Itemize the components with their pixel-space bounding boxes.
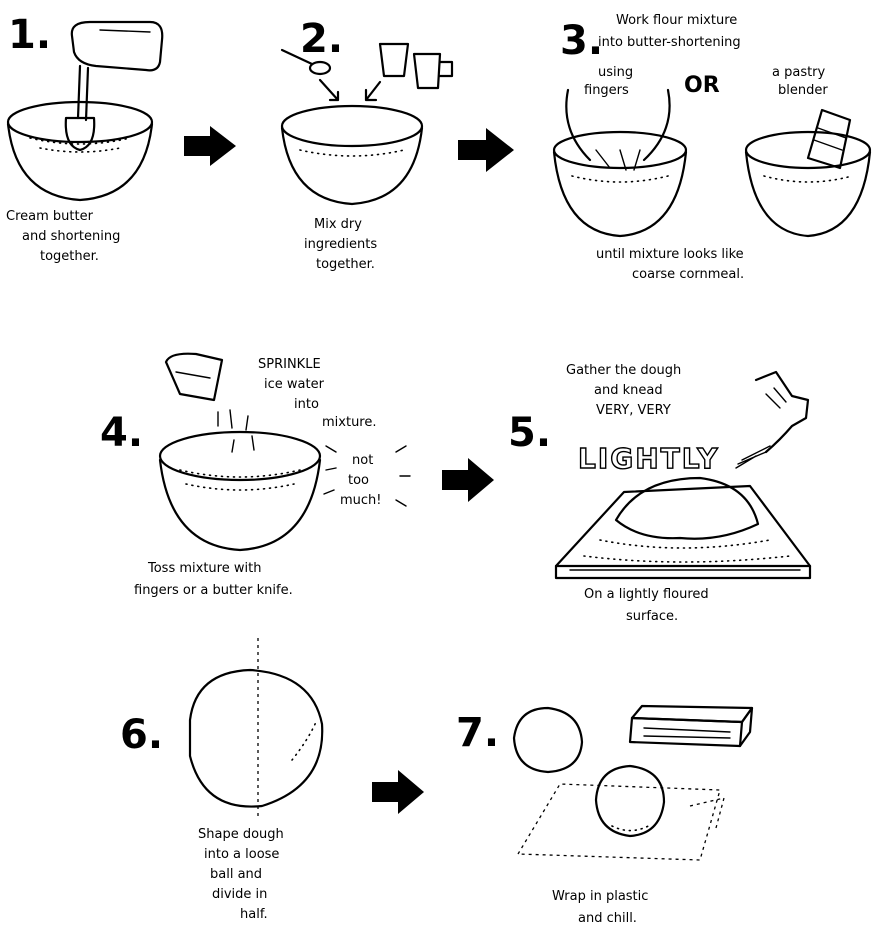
dough-board-icon xyxy=(556,478,810,578)
step-4-side-label-3: much! xyxy=(340,493,382,508)
step-2: 2. Mix dry ingredients together. xyxy=(282,16,452,272)
step-1-caption-line-3: together. xyxy=(40,249,99,264)
step-3-caption-line-1: until mixture looks like xyxy=(596,247,744,262)
step-4-caption-line-1: Toss mixture with xyxy=(147,561,261,576)
plastic-wrap-box-icon xyxy=(630,706,752,746)
step-1-caption-line-2: and shortening xyxy=(22,229,120,244)
dough-ball-icon xyxy=(190,638,322,820)
bowl-icon xyxy=(554,132,686,236)
step-3: 3. Work flour mixture into butter-shorte… xyxy=(554,13,870,282)
step-4-side-label-1: not xyxy=(352,453,373,468)
step-5-caption-line-1: On a lightly floured xyxy=(584,587,709,602)
step-3-number: 3. xyxy=(560,18,603,64)
water-cup-icon xyxy=(166,354,222,400)
step-4: 4. SPRINKLE ice water into mixture. not … xyxy=(100,354,410,598)
step-3-right-label-1: a pastry xyxy=(772,65,826,80)
step-5-number: 5. xyxy=(508,410,551,456)
step-6-number: 6. xyxy=(120,712,163,758)
step-6: 6. Shape dough into a loose ball and div… xyxy=(120,638,322,922)
step-1-caption-line-1: Cream butter xyxy=(6,209,94,224)
step-5-label-line-3: VERY, VERY xyxy=(596,403,671,418)
step-4-side-label-2: too xyxy=(348,473,369,488)
step-2-number: 2. xyxy=(300,16,343,62)
arrow-right-icon xyxy=(184,126,236,166)
step-5-label-line-2: and knead xyxy=(594,383,663,398)
step-6-caption-line-1: Shape dough xyxy=(198,827,284,842)
step-6-caption-line-2: into a loose xyxy=(204,847,279,862)
bowl-icon xyxy=(282,106,422,204)
step-7-caption-line-1: Wrap in plastic xyxy=(552,889,648,904)
step-6-caption-line-4: divide in xyxy=(212,887,267,902)
step-7-caption-line-2: and chill. xyxy=(578,911,637,926)
step-2-caption-line-1: Mix dry xyxy=(314,217,362,232)
measuring-cup-icon xyxy=(366,44,452,100)
step-3-left-label-2: fingers xyxy=(584,83,629,98)
step-7-number: 7. xyxy=(456,710,499,756)
kneading-hand-icon xyxy=(736,372,808,468)
step-5-caption-line-2: surface. xyxy=(626,609,678,624)
step-7: 7. Wrap in plastic and chill. xyxy=(456,706,752,926)
step-5-label-line-1: Gather the dough xyxy=(566,363,681,378)
arrow-right-icon xyxy=(442,458,494,502)
step-3-right-label-2: blender xyxy=(778,83,828,98)
step-1: 1. Cream butter and shortening together. xyxy=(6,12,162,264)
pastry-blender-icon xyxy=(808,110,850,168)
step-3-left-label-1: using xyxy=(598,65,633,80)
bowl-icon xyxy=(160,432,320,550)
step-4-label-line-2: ice water xyxy=(264,377,325,392)
step-6-caption-line-5: half. xyxy=(240,907,268,922)
step-3-heading-line-2: into butter-shortening xyxy=(598,35,741,50)
step-3-or-label: OR xyxy=(684,73,720,98)
step-4-label-line-4: mixture. xyxy=(322,415,377,430)
bowl-icon xyxy=(746,132,870,236)
arrow-right-icon xyxy=(372,770,424,814)
mixer-icon xyxy=(66,22,162,150)
step-4-label-line-1: SPRINKLE xyxy=(258,357,321,372)
step-6-caption-line-3: ball and xyxy=(210,867,262,882)
step-4-number: 4. xyxy=(100,410,143,456)
wrapped-dough-icon xyxy=(518,766,724,860)
step-2-caption-line-2: ingredients xyxy=(304,237,377,252)
dough-disc-icon xyxy=(514,708,582,772)
step-5-emphasis: LIGHTLY xyxy=(578,442,720,475)
step-1-number: 1. xyxy=(8,12,51,58)
hands-icon xyxy=(566,90,669,170)
step-2-caption-line-3: together. xyxy=(316,257,375,272)
step-3-heading-line-1: Work flour mixture xyxy=(616,13,737,28)
step-5: 5. Gather the dough and knead VERY, VERY… xyxy=(508,363,810,624)
arrow-right-icon xyxy=(458,128,514,172)
step-4-label-line-3: into xyxy=(294,397,319,412)
step-3-caption-line-2: coarse cornmeal. xyxy=(632,267,744,282)
step-4-caption-line-2: fingers or a butter knife. xyxy=(134,583,293,598)
